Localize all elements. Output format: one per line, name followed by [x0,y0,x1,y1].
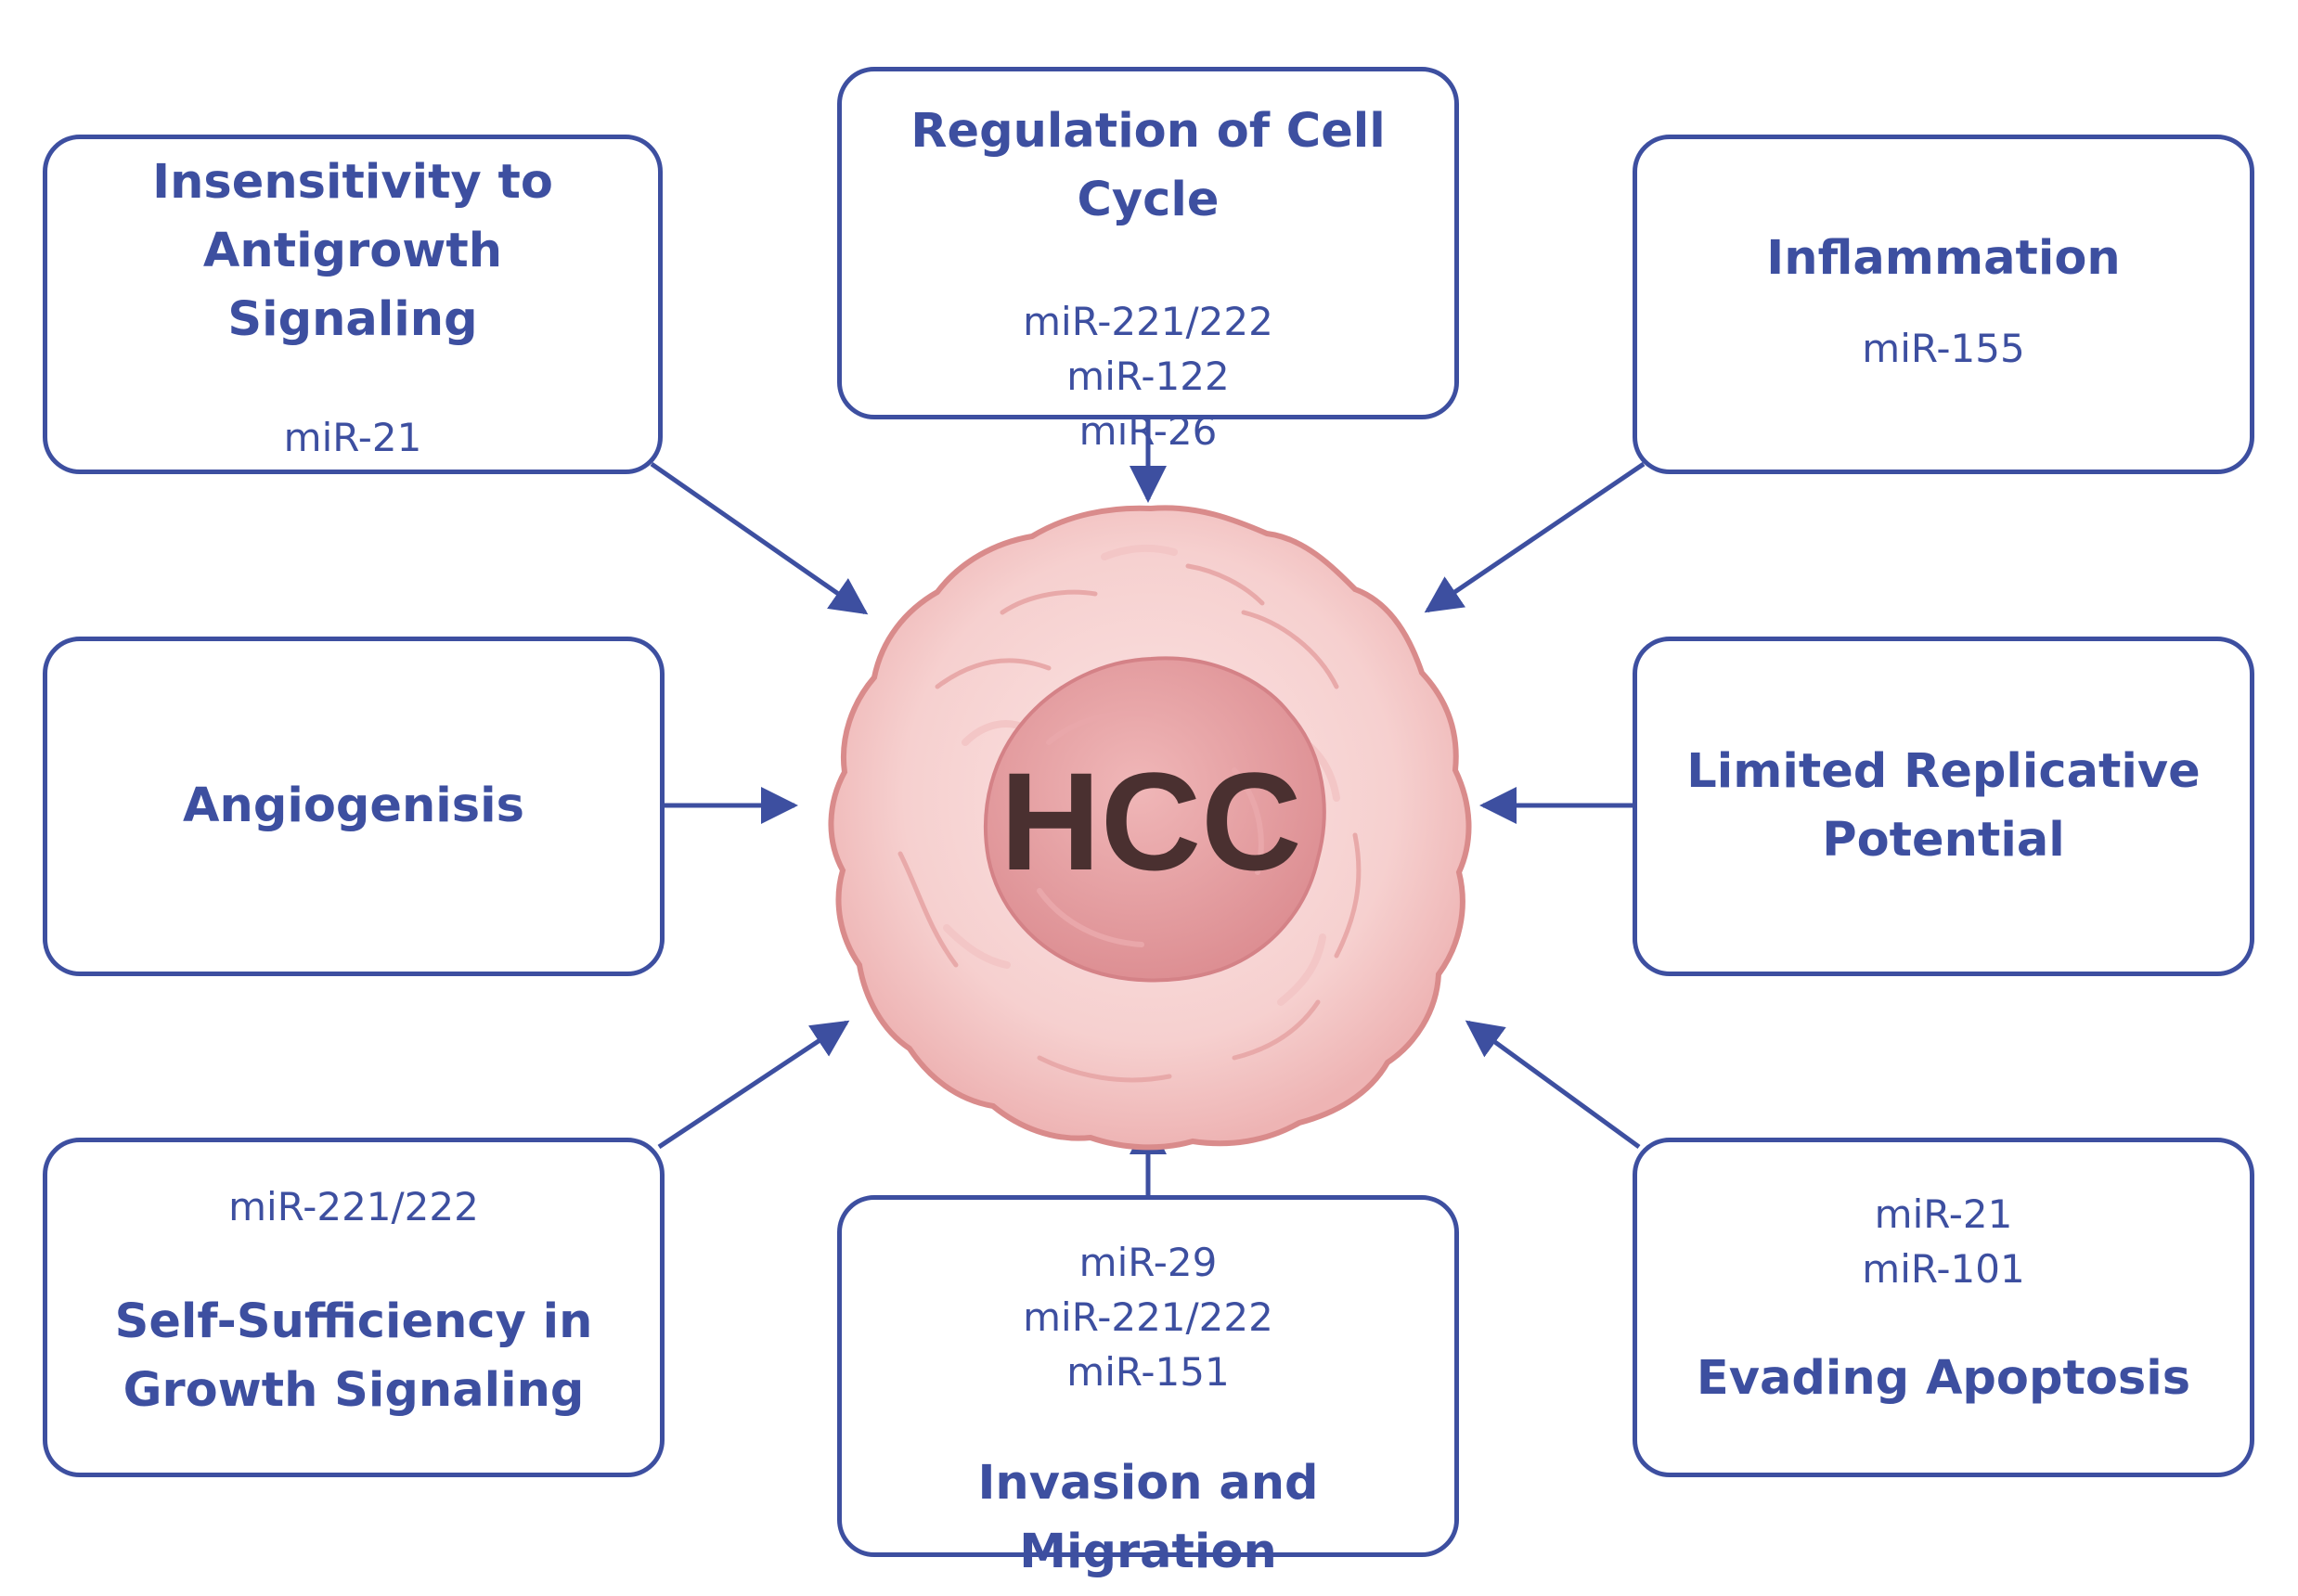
cell-texture [897,563,1362,1083]
title-line: Insensitivity to [152,155,553,210]
box-title: Angiogenisis [183,779,524,833]
box-limited-replicative-potential: Limited Replicative Potential [1633,637,2254,976]
title-line: Limited Replicative [1686,744,2201,799]
mirna-list: miR-155 [1862,321,2024,376]
mirna-label: miR-29 [1078,1240,1218,1285]
box-title: Self-Sufficiency in Growth Signaling [71,1288,635,1425]
box-title: Invasion and Migration [977,1456,1319,1579]
box-insensitivity-antigrowth: Insensitivity to Antigrowth Signaling mi… [43,135,663,474]
title-line: Antigrowth Signaling [202,224,503,347]
cell-label: HCC [1000,743,1302,899]
mirna-label: miR-221/222 [1023,299,1273,344]
mirna-label: miR-221/222 [228,1184,479,1229]
mirna-label: miR-26 [1078,408,1218,454]
box-title: Inflammation [1766,231,2121,286]
box-angiogenesis: Angiogenisis [43,637,665,976]
mirna-label: miR-155 [1862,326,2025,371]
cell-nucleus [984,656,1326,983]
title-line: Potential [1822,813,2065,868]
box-self-sufficiency-growth: miR-221/222 Self-Sufficiency in Growth S… [43,1138,665,1477]
box-title: Limited Replicative Potential [1661,738,2225,875]
mirna-list: miR-21 [284,410,422,465]
title-line: Growth Signaling [123,1363,585,1418]
cell-texture-2 [943,544,1340,1006]
mirna-label: miR-122 [1066,354,1230,399]
hcc-cell: HCC [798,501,1504,1151]
mirna-label: miR-21 [1874,1191,2013,1237]
box-regulation-cell-cycle: Regulation of Cell Cycle miR-221/222 miR… [837,67,1459,454]
mirna-label: miR-221/222 [1023,1294,1273,1340]
mirna-list: miR-221/222 [228,1179,479,1234]
tumor-cell-icon [828,505,1472,1151]
box-title: Evading Apoptosis [1696,1351,2191,1406]
mirna-list: miR-221/222 miR-122 miR-26 [1023,294,1273,458]
box-evading-apoptosis: miR-21 miR-101 Evading Apoptosis [1633,1138,2254,1477]
mirna-label: miR-151 [1066,1349,1230,1395]
title-line: Self-Sufficiency in [114,1294,593,1349]
mirna-list: miR-21 miR-101 [1862,1187,2024,1296]
box-title: Insensitivity to Antigrowth Signaling [71,148,633,410]
arrow-insensitivity-to-hcc [650,461,869,615]
mirna-label: miR-101 [1862,1246,2025,1292]
nucleus-texture [1037,710,1264,947]
mirna-label: miR-21 [283,415,422,460]
box-invasion-migration: miR-29 miR-221/222 miR-151 Invasion and … [837,1195,1459,1579]
box-inflammation: Inflammation miR-155 [1633,135,2254,474]
arrow-apoptosis-to-hcc [1465,1020,1641,1150]
mirna-list: miR-29 miR-221/222 miR-151 [1023,1235,1273,1399]
box-title: Regulation of Cell Cycle [910,104,1386,227]
arrow-self-sufficiency-to-hcc [657,1020,850,1150]
arrow-inflammation-to-hcc [1424,461,1646,613]
